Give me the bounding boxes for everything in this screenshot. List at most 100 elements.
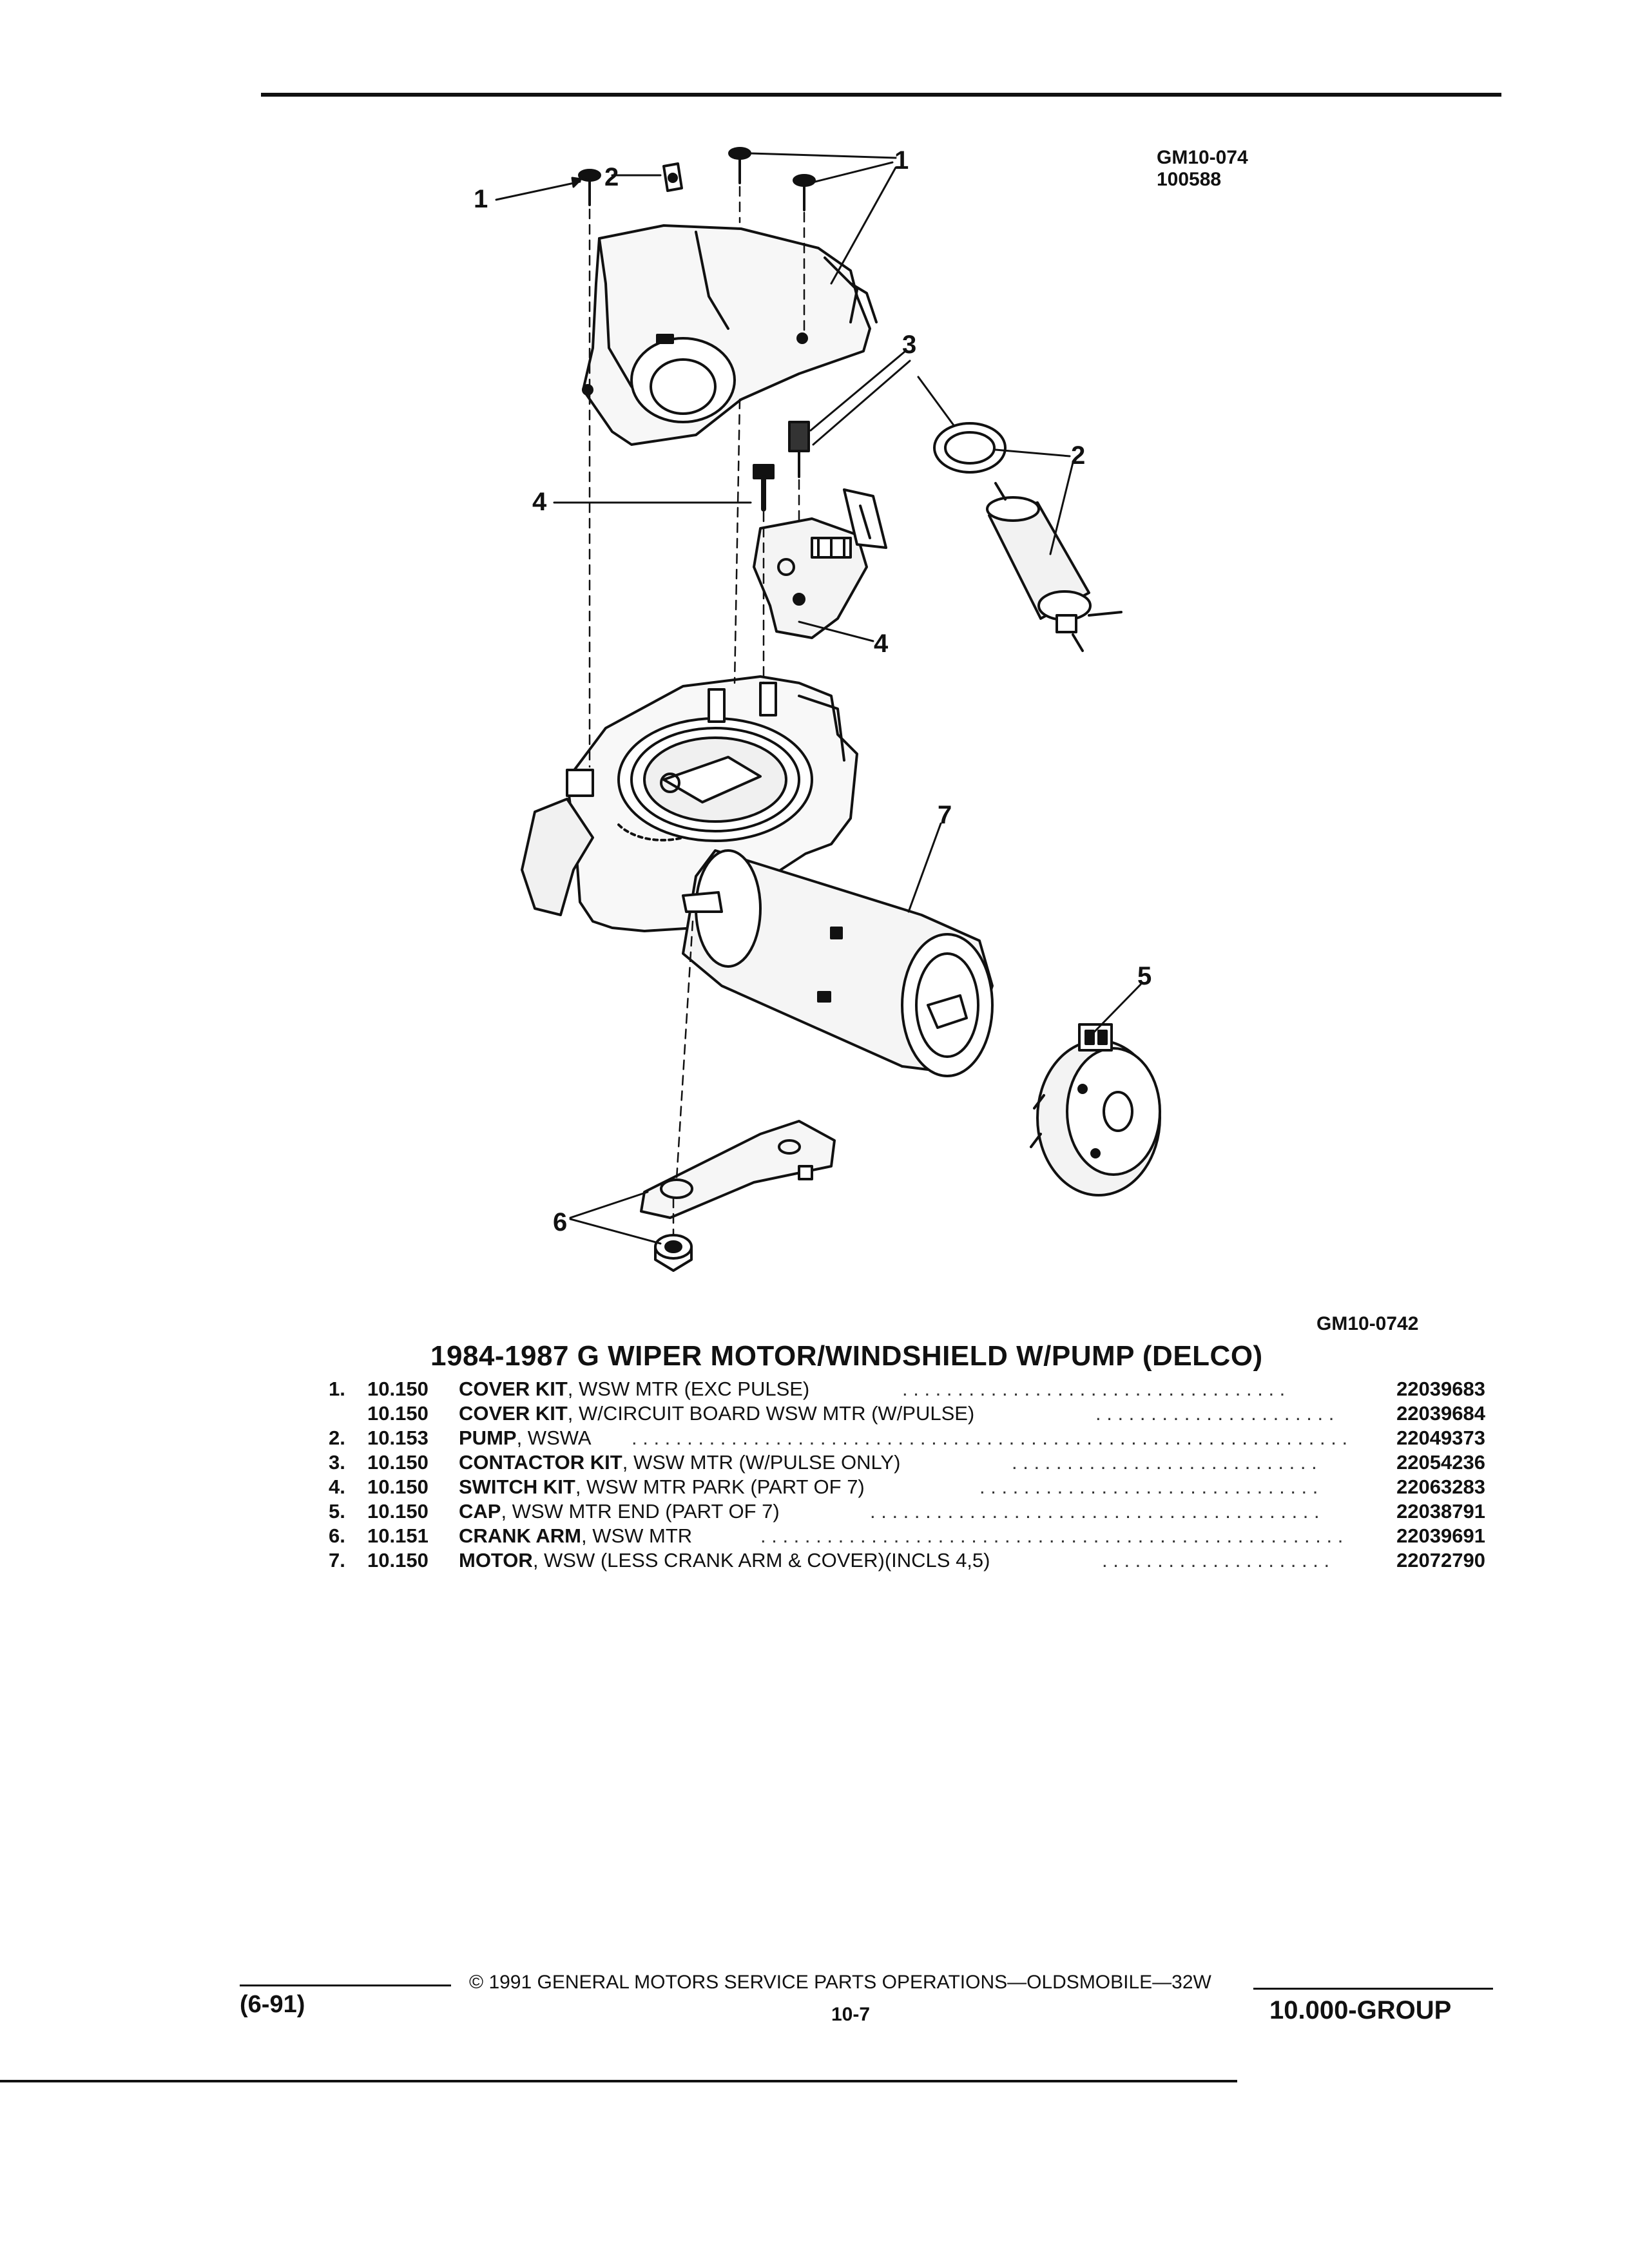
part-description: , WSW MTR END (PART OF 7) bbox=[501, 1500, 780, 1523]
part-description: , WSWA bbox=[516, 1427, 592, 1449]
footer-page-number: 10-7 bbox=[831, 2004, 871, 2025]
leader-dots: . . . . . . . . . . . . . . . . . . . . … bbox=[870, 1500, 1320, 1523]
switch-board bbox=[843, 488, 887, 549]
part-group-code: 10.150 bbox=[367, 1475, 429, 1498]
part-group-code: 10.153 bbox=[367, 1427, 429, 1449]
crank-nut bbox=[654, 1234, 693, 1272]
part-number: 22072790 bbox=[1396, 1549, 1485, 1571]
part-name-text: SWITCH KIT bbox=[459, 1475, 575, 1498]
page-title: 1984-1987 G WIPER MOTOR/WINDSHIELD W/PUM… bbox=[430, 1340, 1263, 1372]
leader-dots: . . . . . . . . . . . . . . . . . . . . … bbox=[902, 1378, 1286, 1400]
figure-ref-date-text: 100588 bbox=[1157, 169, 1222, 190]
footer-group: 10.000-GROUP bbox=[1269, 1996, 1452, 2024]
callout-4: 4 bbox=[874, 629, 889, 658]
part-group-code: 10.150 bbox=[367, 1500, 429, 1523]
part-name: COVER KIT, WSW MTR (EXC PULSE) bbox=[459, 1378, 809, 1401]
part-name-text: CAP bbox=[459, 1500, 501, 1523]
alignment-lines bbox=[588, 186, 805, 1235]
figure-ref-code-text: GM10-074 bbox=[1157, 147, 1248, 168]
part-name: COVER KIT, W/CIRCUIT BOARD WSW MTR (W/PU… bbox=[459, 1402, 974, 1425]
parts-row: 2. 10.153 PUMP, WSWA . . . . . . . . . .… bbox=[309, 1427, 1485, 1451]
part-name: CONTACTOR KIT, WSW MTR (W/PULSE ONLY) bbox=[459, 1451, 900, 1474]
cover-screw-right bbox=[793, 174, 816, 211]
cover-screw-middle bbox=[728, 147, 751, 184]
footer-revision: (6-91) bbox=[240, 1991, 305, 2018]
parts-row: 1. 10.150 COVER KIT, WSW MTR (EXC PULSE)… bbox=[309, 1378, 1485, 1402]
callout-4: 4 bbox=[532, 488, 547, 516]
leader-dots: . . . . . . . . . . . . . . . . . . . . … bbox=[631, 1427, 1348, 1449]
callout-1: 1 bbox=[894, 146, 909, 175]
part-item-number: 3. bbox=[329, 1451, 345, 1474]
part-name-text: PUMP bbox=[459, 1427, 517, 1449]
leader-dots: . . . . . . . . . . . . . . . . . . . . … bbox=[1102, 1549, 1330, 1571]
part-description: , WSW (LESS CRANK ARM & COVER)(INCLS 4,5… bbox=[532, 1549, 990, 1571]
crank-arm bbox=[640, 1120, 836, 1219]
leader-dots: . . . . . . . . . . . . . . . . . . . . … bbox=[1095, 1402, 1335, 1425]
part-number: 22063283 bbox=[1396, 1475, 1485, 1498]
part-name-text: CRANK ARM bbox=[459, 1524, 581, 1547]
motor-body bbox=[682, 849, 994, 1077]
part-description: , W/CIRCUIT BOARD WSW MTR (W/PULSE) bbox=[567, 1402, 975, 1425]
callout-6: 6 bbox=[553, 1208, 567, 1236]
parts-row: 10.150 COVER KIT, W/CIRCUIT BOARD WSW MT… bbox=[309, 1402, 1485, 1427]
part-name: SWITCH KIT, WSW MTR PARK (PART OF 7) bbox=[459, 1475, 865, 1499]
motor-end-cap bbox=[1030, 1023, 1161, 1196]
parts-row: 6. 10.151 CRANK ARM, WSW MTR . . . . . .… bbox=[309, 1524, 1485, 1549]
figure-ref-code: GM10-074 100588 bbox=[1157, 147, 1248, 191]
part-item-number: 5. bbox=[329, 1500, 345, 1523]
part-number: 22049373 bbox=[1396, 1427, 1485, 1449]
callout-2: 2 bbox=[1071, 441, 1085, 470]
part-number: 22039684 bbox=[1396, 1402, 1485, 1425]
part-item-number: 4. bbox=[329, 1475, 345, 1498]
callout-2: 2 bbox=[604, 163, 619, 191]
cover-screw-left bbox=[578, 169, 601, 206]
part-number: 22039683 bbox=[1396, 1378, 1485, 1400]
leader-dots: . . . . . . . . . . . . . . . . . . . . … bbox=[760, 1524, 1344, 1547]
contactor bbox=[788, 421, 810, 478]
callout-5: 5 bbox=[1137, 962, 1152, 990]
part-name: PUMP, WSWA bbox=[459, 1427, 592, 1450]
switch-screw bbox=[753, 464, 775, 512]
leader-dots: . . . . . . . . . . . . . . . . . . . . … bbox=[979, 1475, 1318, 1498]
part-item-number: 7. bbox=[329, 1549, 345, 1571]
cover-clip bbox=[662, 162, 683, 192]
part-group-code: 10.150 bbox=[367, 1549, 429, 1571]
parts-list: 1. 10.150 COVER KIT, WSW MTR (EXC PULSE)… bbox=[309, 1378, 1485, 1573]
part-name-text: COVER KIT bbox=[459, 1402, 568, 1425]
part-description: , WSW MTR (EXC PULSE) bbox=[567, 1378, 810, 1400]
part-description: , WSW MTR (W/PULSE ONLY) bbox=[622, 1451, 901, 1474]
callout-7: 7 bbox=[938, 801, 952, 829]
part-number: 22054236 bbox=[1396, 1451, 1485, 1474]
part-group-code: 10.151 bbox=[367, 1524, 429, 1547]
footer-rule-left bbox=[240, 1984, 451, 1986]
top-rule bbox=[261, 93, 1501, 97]
bottom-rule bbox=[0, 2080, 1237, 2082]
part-name: CRANK ARM, WSW MTR bbox=[459, 1524, 692, 1548]
parts-row: 3. 10.150 CONTACTOR KIT, WSW MTR (W/PULS… bbox=[309, 1451, 1485, 1475]
footer-rule-right bbox=[1253, 1988, 1493, 1990]
part-item-number: 2. bbox=[329, 1427, 345, 1449]
park-switch bbox=[753, 517, 868, 639]
callout-3: 3 bbox=[902, 331, 916, 359]
part-number: 22039691 bbox=[1396, 1524, 1485, 1547]
part-item-number: 1. bbox=[329, 1378, 345, 1400]
part-group-code: 10.150 bbox=[367, 1402, 429, 1425]
part-number: 22038791 bbox=[1396, 1500, 1485, 1523]
motor-cover-housing bbox=[582, 224, 878, 446]
part-group-code: 10.150 bbox=[367, 1378, 429, 1400]
part-name-text: MOTOR bbox=[459, 1549, 533, 1571]
part-item-number: 6. bbox=[329, 1524, 345, 1547]
part-name: CAP, WSW MTR END (PART OF 7) bbox=[459, 1500, 780, 1523]
washer-pump bbox=[986, 482, 1123, 652]
leader-dots: . . . . . . . . . . . . . . . . . . . . … bbox=[1012, 1451, 1317, 1474]
part-description: , WSW MTR PARK (PART OF 7) bbox=[575, 1475, 865, 1498]
part-group-code: 10.150 bbox=[367, 1451, 429, 1474]
callout-1: 1 bbox=[474, 185, 488, 213]
pump-seal-ring bbox=[933, 422, 1007, 474]
part-name-text: CONTACTOR KIT bbox=[459, 1451, 622, 1474]
parts-row: 4. 10.150 SWITCH KIT, WSW MTR PARK (PART… bbox=[309, 1475, 1485, 1500]
part-description: , WSW MTR bbox=[581, 1524, 693, 1547]
leader-lines bbox=[495, 152, 1142, 1245]
parts-row: 7. 10.150 MOTOR, WSW (LESS CRANK ARM & C… bbox=[309, 1549, 1485, 1573]
